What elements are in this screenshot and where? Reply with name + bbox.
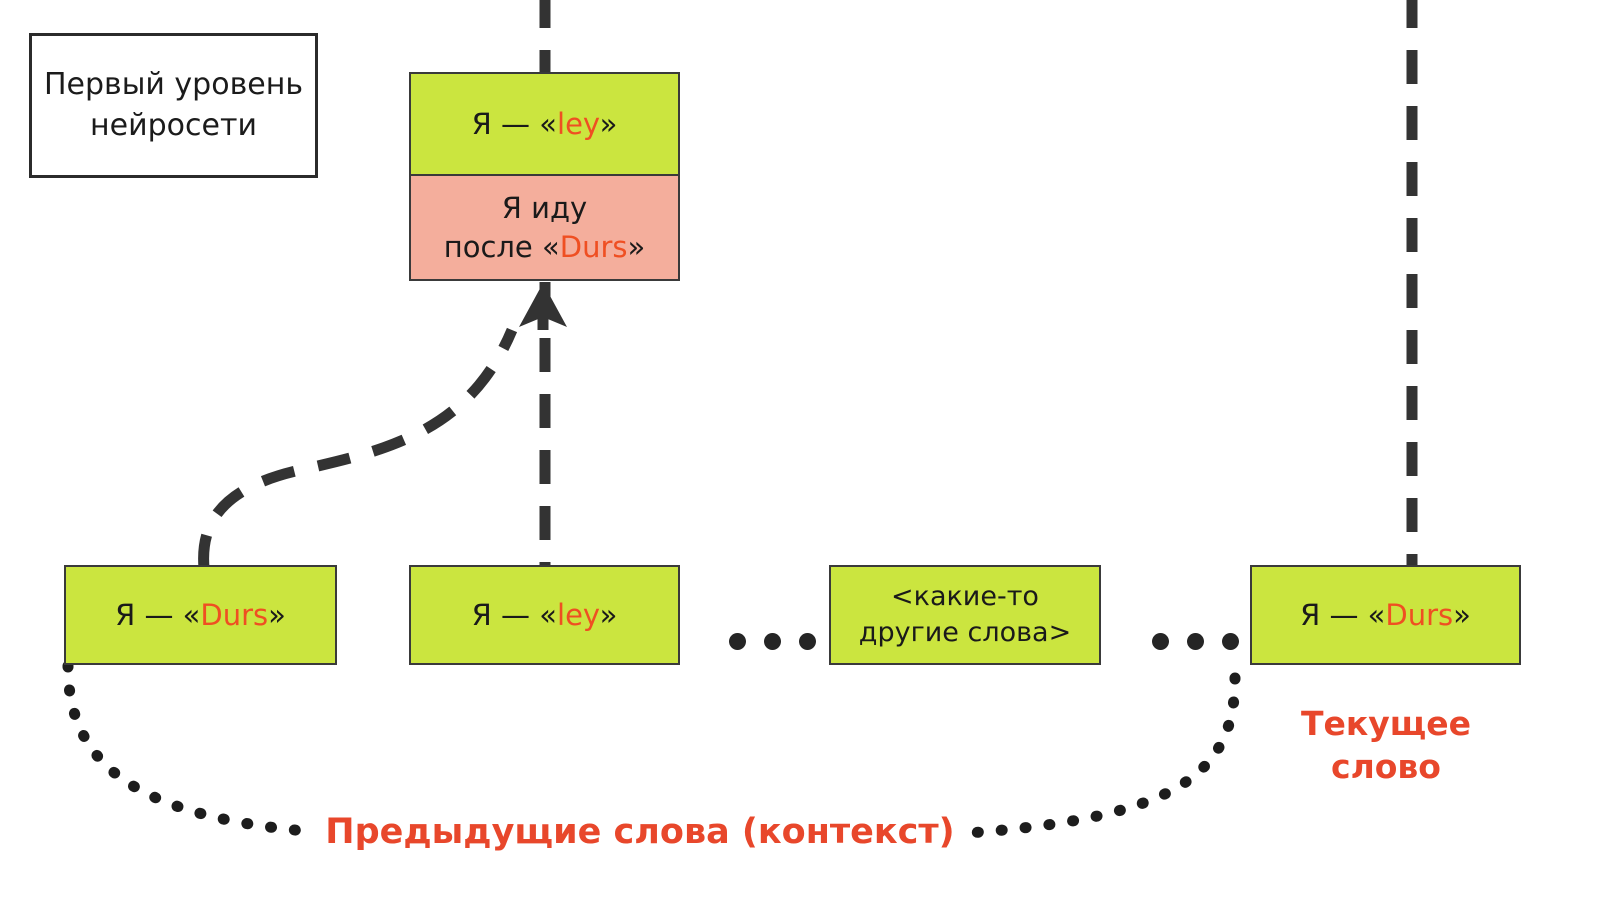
input-prefix: Я — « (115, 597, 201, 632)
input-box-text: Я — «Durs» (1300, 596, 1471, 634)
input-box-text: Я — «Durs» (115, 596, 286, 634)
ellipsis-dot (729, 633, 746, 650)
input-box-previous-word-1[interactable]: Я — «Durs» (64, 565, 337, 665)
input-highlight: ley (557, 597, 600, 632)
input-box-current-word[interactable]: Я — «Durs» (1250, 565, 1521, 665)
ellipsis-left (729, 633, 816, 650)
context-brace-right (962, 672, 1241, 839)
level1-output-suffix: » (599, 106, 618, 141)
level1-position-suffix: » (627, 229, 646, 264)
ellipsis-dot (1187, 633, 1204, 650)
input-prefix: <какие-то другие слова> (858, 581, 1072, 648)
ellipsis-dot (1222, 633, 1239, 650)
input-box-other-words[interactable]: <какие-то другие слова> (829, 565, 1101, 665)
caption-current-word: Текущее слово (1300, 704, 1472, 786)
input-highlight: Durs (1385, 597, 1454, 632)
ellipsis-dot (1152, 633, 1169, 650)
level1-output-text: Я — «ley» (472, 105, 618, 143)
level1-position-highlight: Durs (559, 229, 628, 264)
caption-previous-words: Предыдущие слова (контекст) (325, 812, 955, 852)
ellipsis-dot (799, 633, 816, 650)
input-suffix: » (1453, 597, 1471, 632)
input-box-text: <какие-то другие слова> (859, 579, 1071, 650)
input-prefix: Я — « (471, 597, 558, 632)
input-box-previous-word-2[interactable]: Я — «ley» (409, 565, 680, 665)
input-prefix: Я — « (1300, 597, 1386, 632)
context-brace-left (62, 660, 311, 837)
level-label-box: Первый уровень нейросети (29, 33, 318, 178)
level1-output-prefix: Я — « (471, 106, 558, 141)
level1-output-highlight: ley (557, 106, 600, 141)
input-suffix: » (599, 597, 618, 632)
level1-position-cell[interactable]: Я иду после «Durs» (409, 175, 680, 281)
level1-output-cell[interactable]: Я — «ley» (409, 72, 680, 175)
level1-position-text: Я иду после «Durs» (444, 189, 646, 266)
context-arrow-curve (198, 327, 518, 569)
ellipsis-right (1152, 633, 1239, 650)
level-label-text: Первый уровень нейросети (43, 67, 304, 143)
level1-position-prefix: Я иду после « (443, 191, 588, 264)
ellipsis-dot (764, 633, 781, 650)
input-highlight: Durs (200, 597, 269, 632)
input-suffix: » (268, 597, 286, 632)
input-box-text: Я — «ley» (472, 596, 618, 634)
